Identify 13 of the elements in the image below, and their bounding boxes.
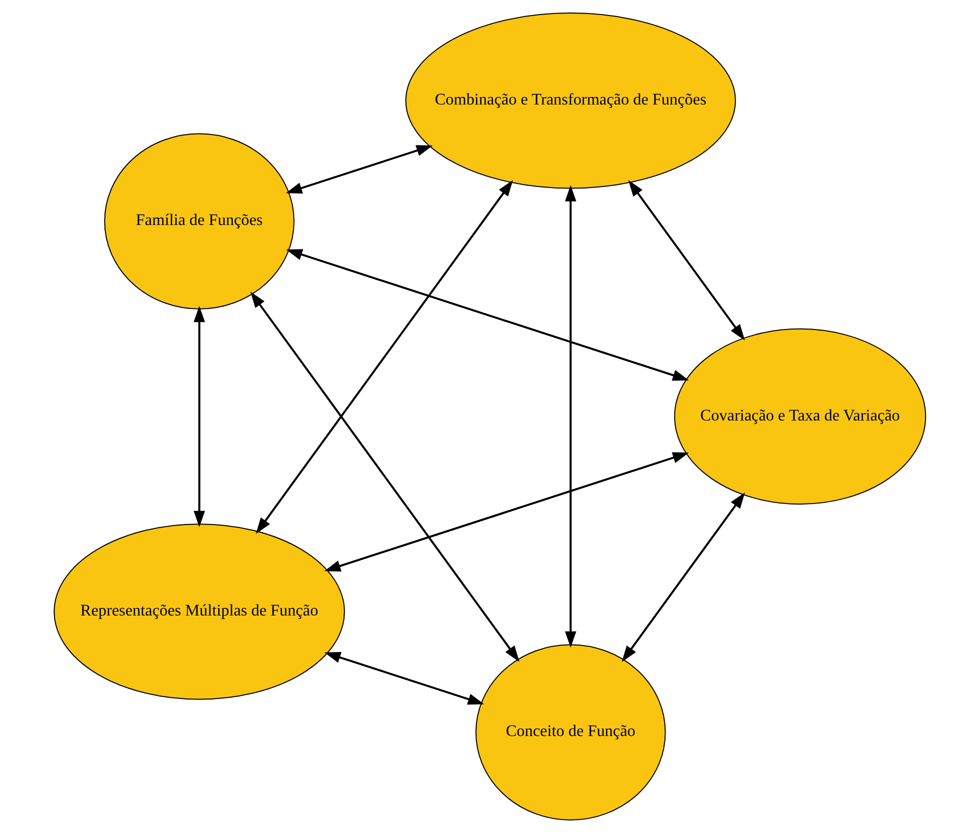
arrow: [286, 248, 688, 380]
arrow: [250, 291, 519, 662]
arrow: [255, 180, 512, 534]
node-ellipse: Combinação e Transformação de Funções: [404, 12, 736, 188]
arrow: [628, 180, 744, 340]
arrow: [621, 492, 745, 662]
arrow: [564, 184, 576, 648]
node-ellipse: Representações Múltiplas de Função: [53, 523, 344, 700]
arrow: [324, 452, 688, 571]
arrow: [193, 305, 204, 527]
node-ellipse: Covariação e Taxa de Variação: [674, 328, 926, 504]
arrow: [285, 144, 432, 194]
arrow: [324, 651, 484, 704]
